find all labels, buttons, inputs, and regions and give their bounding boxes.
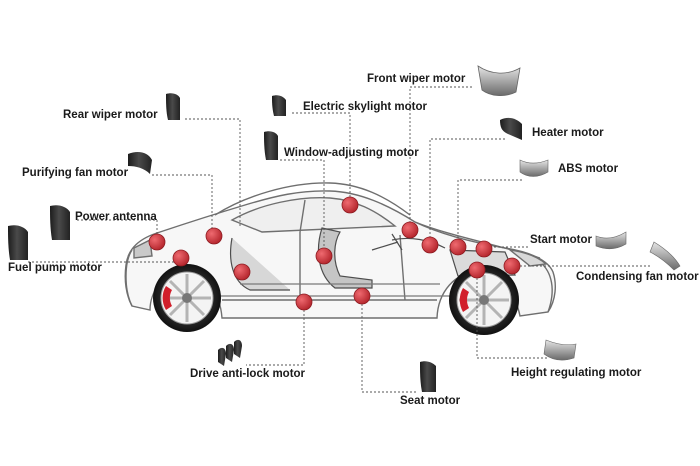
marker-height-regulating bbox=[468, 261, 486, 279]
electric-skylight-magnet-icon bbox=[272, 95, 286, 116]
heater-magnet-icon bbox=[500, 117, 522, 140]
dashboard bbox=[391, 237, 446, 249]
marker-power-antenna bbox=[148, 233, 166, 251]
leader-height-regulating bbox=[476, 270, 548, 359]
purifying-fan-magnet-icon bbox=[128, 152, 152, 174]
leader-seat bbox=[361, 296, 418, 393]
start-magnet-icon bbox=[595, 231, 627, 250]
leader-drive-anti-lock bbox=[246, 302, 305, 366]
label-electric-skylight-motor: Electric skylight motor bbox=[303, 101, 427, 113]
door-line bbox=[299, 232, 406, 301]
rear-bumper bbox=[125, 249, 133, 307]
label-abs-motor: ABS motor bbox=[558, 163, 619, 175]
taillight bbox=[133, 238, 153, 259]
leader-front-wiper bbox=[409, 86, 472, 230]
label-drive-anti-lock-motor: Drive anti-lock motor bbox=[190, 368, 306, 380]
marker-purifying-fan bbox=[233, 263, 251, 281]
marker-window-adjusting bbox=[315, 247, 333, 265]
abs-magnet-icon bbox=[519, 159, 549, 177]
condensing-fan-magnet-icon bbox=[649, 241, 681, 271]
arc-magnet-icon bbox=[477, 65, 521, 96]
rear-wiper-magnet-icon bbox=[166, 93, 180, 120]
marker-rear-wiper bbox=[205, 227, 223, 245]
label-height-regulating-motor: Height regulating motor bbox=[511, 367, 642, 379]
leader-heater bbox=[429, 138, 505, 245]
marker-abs bbox=[449, 238, 467, 256]
chassis-frame bbox=[205, 283, 470, 297]
label-power-antenna: Power antenna bbox=[75, 211, 157, 223]
window-adjusting-magnet-icon bbox=[264, 131, 278, 160]
marker-fuel-pump bbox=[172, 249, 190, 267]
marker-electric-skylight bbox=[341, 196, 359, 214]
markers bbox=[148, 196, 521, 311]
fuel-pump-magnet-icon bbox=[8, 225, 28, 260]
marker-start bbox=[475, 240, 493, 258]
roof-line bbox=[214, 182, 411, 216]
label-window-adjusting-motor: Window-adjusting motor bbox=[284, 147, 419, 159]
label-fuel-pump-motor: Fuel pump motor bbox=[8, 262, 102, 274]
seat-magnet-icon bbox=[420, 361, 436, 392]
drive-anti-lock-magnet-set-icon bbox=[218, 339, 242, 366]
label-front-wiper-motor: Front wiper motor bbox=[367, 73, 466, 85]
pillar-b bbox=[299, 199, 306, 233]
label-seat-motor: Seat motor bbox=[400, 395, 461, 407]
leader-electric-skylight bbox=[292, 112, 351, 205]
steering-column bbox=[371, 233, 403, 251]
rear-wheel bbox=[153, 264, 221, 332]
marker-drive-anti-lock bbox=[295, 293, 313, 311]
marker-heater bbox=[421, 236, 439, 254]
leader-power-antenna bbox=[77, 219, 158, 242]
rear-brake-caliper bbox=[162, 286, 172, 310]
power-antenna-magnet-icon bbox=[50, 205, 70, 240]
leader-abs bbox=[457, 179, 522, 245]
car-body bbox=[124, 182, 556, 319]
marker-seat bbox=[353, 287, 371, 305]
leader-purifying-fan bbox=[152, 174, 213, 235]
front-brake-caliper bbox=[459, 288, 469, 312]
marker-front-wiper bbox=[401, 221, 419, 239]
marker-condensing-fan bbox=[503, 257, 521, 275]
front-wiper-magnet-icon bbox=[477, 65, 521, 96]
leader-window-adjusting bbox=[280, 159, 325, 255]
front-wheel bbox=[449, 265, 519, 335]
label-rear-wiper-motor: Rear wiper motor bbox=[63, 109, 158, 121]
label-condensing-fan-motor: Condensing fan motor bbox=[576, 271, 699, 283]
label-start-motor: Start motor bbox=[530, 234, 592, 246]
label-heater-motor: Heater motor bbox=[532, 127, 604, 139]
headlight bbox=[507, 248, 548, 267]
label-purifying-fan-motor: Purifying fan motor bbox=[22, 167, 129, 179]
height-regulating-magnet-icon bbox=[543, 339, 577, 361]
